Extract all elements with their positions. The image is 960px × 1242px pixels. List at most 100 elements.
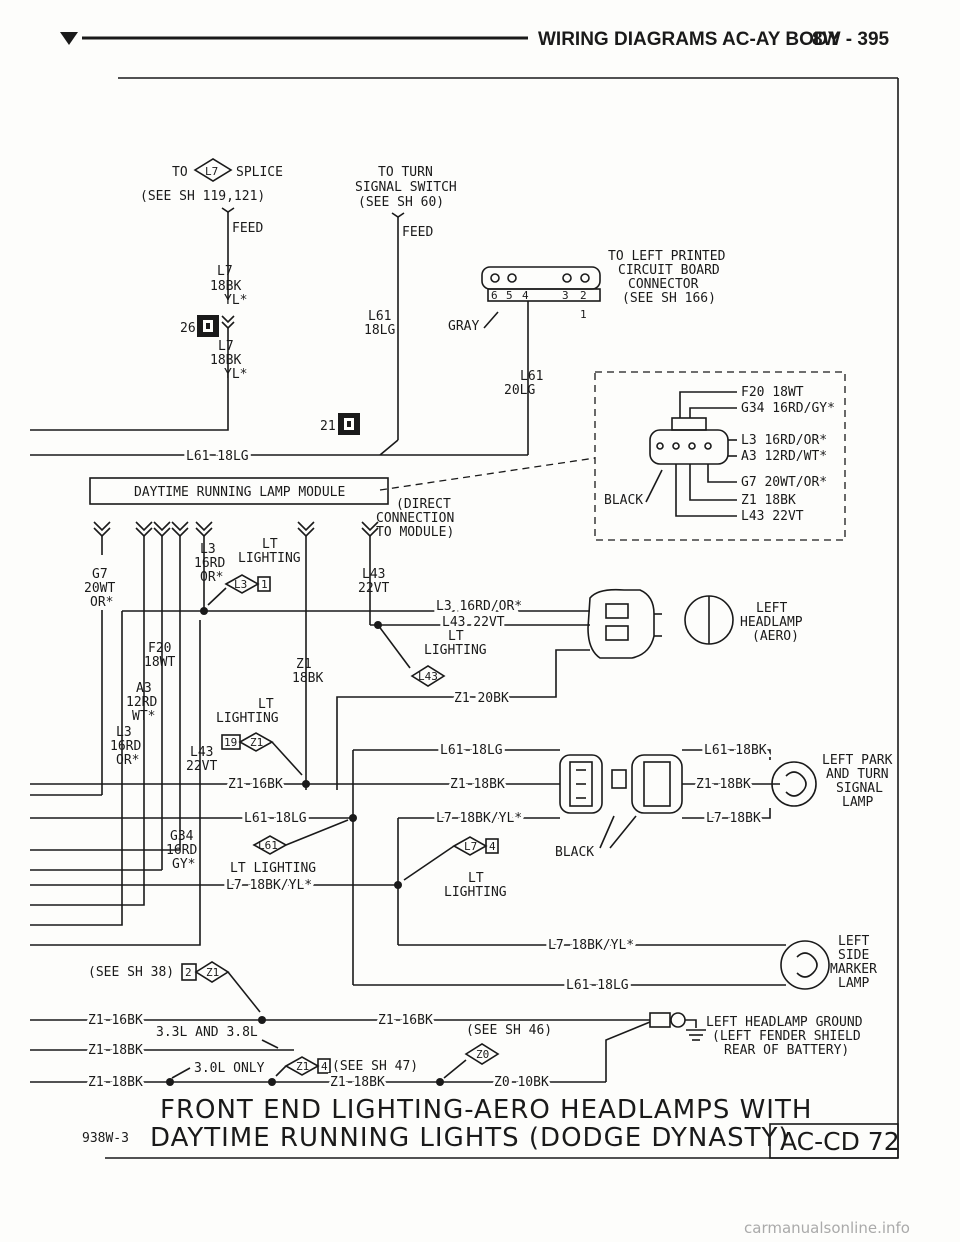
label: Z1 18BK <box>88 1043 143 1058</box>
label: L3 16RD/OR* <box>741 433 827 448</box>
label: Z1 18BK <box>696 777 751 792</box>
label: Z1 18BK <box>450 777 505 792</box>
label: 19 <box>224 736 237 749</box>
label: 16RD <box>110 739 141 754</box>
wire <box>30 810 123 926</box>
label: Z1 <box>296 657 312 672</box>
label: LAMP <box>842 795 873 810</box>
leader <box>271 741 303 776</box>
label: L3 16RD/OR* <box>436 599 522 614</box>
label: L43 <box>362 567 385 582</box>
label: L61 18LG <box>440 743 503 758</box>
label: Z0 10BK <box>494 1075 549 1090</box>
label: L7 18BK/YL* <box>226 878 312 893</box>
side-marker-lamp-icon <box>780 940 830 990</box>
label: 22VT <box>186 759 217 774</box>
wire-l61-bend <box>379 439 399 456</box>
label: LT <box>258 697 274 712</box>
label: SIGNAL <box>836 781 883 796</box>
park-lamp-connector <box>559 754 603 814</box>
label: A3 <box>136 681 152 696</box>
leader <box>599 815 637 849</box>
label: G7 <box>92 567 108 582</box>
label: AND TURN <box>826 767 889 782</box>
label: SIGNAL SWITCH <box>355 180 457 195</box>
label: Z1 18BK <box>330 1075 385 1090</box>
label: (SEE SH 119,121) <box>140 189 265 204</box>
label: 4 <box>489 840 496 853</box>
label: G34 16RD/GY* <box>741 401 835 416</box>
label: L61 18LG <box>244 811 307 826</box>
leader <box>285 819 349 846</box>
label: YL* <box>224 293 247 308</box>
wire <box>30 620 201 946</box>
label: L61 <box>520 369 543 384</box>
label: REAR OF BATTERY) <box>724 1043 849 1058</box>
leader <box>275 1065 287 1077</box>
label: SPLICE <box>236 165 283 180</box>
pin-label: 6 <box>491 289 498 302</box>
header-arrow <box>60 32 78 45</box>
label: L3 <box>200 542 216 557</box>
label: 3.3L AND 3.8L <box>156 1025 258 1040</box>
headlamp-connector <box>587 588 655 659</box>
label: 1 <box>261 578 268 591</box>
label: LEFT HEADLAMP GROUND <box>706 1015 863 1030</box>
label: OR* <box>200 570 223 585</box>
label: L43 <box>190 745 213 760</box>
label: 18WT <box>144 655 175 670</box>
pcb-connector-body <box>487 288 601 302</box>
label: 20WT <box>84 581 115 596</box>
drl-module-box <box>89 477 389 505</box>
label: LIGHTING <box>238 551 301 566</box>
module-pins <box>93 521 379 538</box>
label: (SEE SH 38) <box>88 965 174 980</box>
label: (SEE SH 47) <box>332 1059 418 1074</box>
label: 2 <box>185 966 192 979</box>
wire <box>707 464 737 483</box>
label: (LEFT FENDER SHIELD <box>712 1029 861 1044</box>
label: F20 <box>148 641 171 656</box>
label: L7 <box>464 840 477 853</box>
label: Z1 <box>250 736 263 749</box>
label: (AERO) <box>752 629 799 644</box>
label: G7 20WT/OR* <box>741 475 827 490</box>
label: HEADLAMP <box>740 615 803 630</box>
label: LEFT <box>756 601 787 616</box>
label: SIDE <box>838 948 869 963</box>
wire <box>685 1019 697 1028</box>
wire-l7-18bk <box>682 808 771 819</box>
wire <box>689 407 737 418</box>
label: L61 <box>368 309 391 324</box>
label: (DIRECT <box>396 497 451 512</box>
diagram-title-line-2: DAYTIME RUNNING LIGHTS (DODGE DYNASTY) <box>150 1123 790 1153</box>
label: L3 <box>116 725 132 740</box>
label: L61 18LG <box>566 978 629 993</box>
label: L61 18LG <box>186 449 249 464</box>
label: TO LEFT PRINTED <box>608 249 726 264</box>
label: Z1 16BK <box>88 1013 143 1028</box>
label: (SEE SH 46) <box>466 1023 552 1038</box>
label: G34 <box>170 829 194 844</box>
label: F20 18WT <box>741 385 804 400</box>
header-title: WIRING DIAGRAMS AC-AY BODY <box>538 29 841 50</box>
label: Z1 18BK <box>88 1075 143 1090</box>
wire <box>675 464 737 517</box>
label: FEED <box>232 221 263 236</box>
park-turn-lamp-icon <box>771 761 817 807</box>
label: 16RD <box>194 556 225 571</box>
pin-label: 4 <box>522 289 529 302</box>
label: CIRCUIT BOARD <box>618 263 720 278</box>
label: BLACK <box>604 493 643 508</box>
label: GRAY <box>448 319 479 334</box>
label: L3 <box>234 578 247 591</box>
label: L43 <box>418 670 438 683</box>
l43-ref-diamond <box>410 665 446 687</box>
pin-label: 5 <box>506 289 513 302</box>
wire-l7-left <box>30 425 229 431</box>
label: FEED <box>402 225 433 240</box>
leader <box>207 587 227 606</box>
label: Z0 <box>476 1048 489 1061</box>
